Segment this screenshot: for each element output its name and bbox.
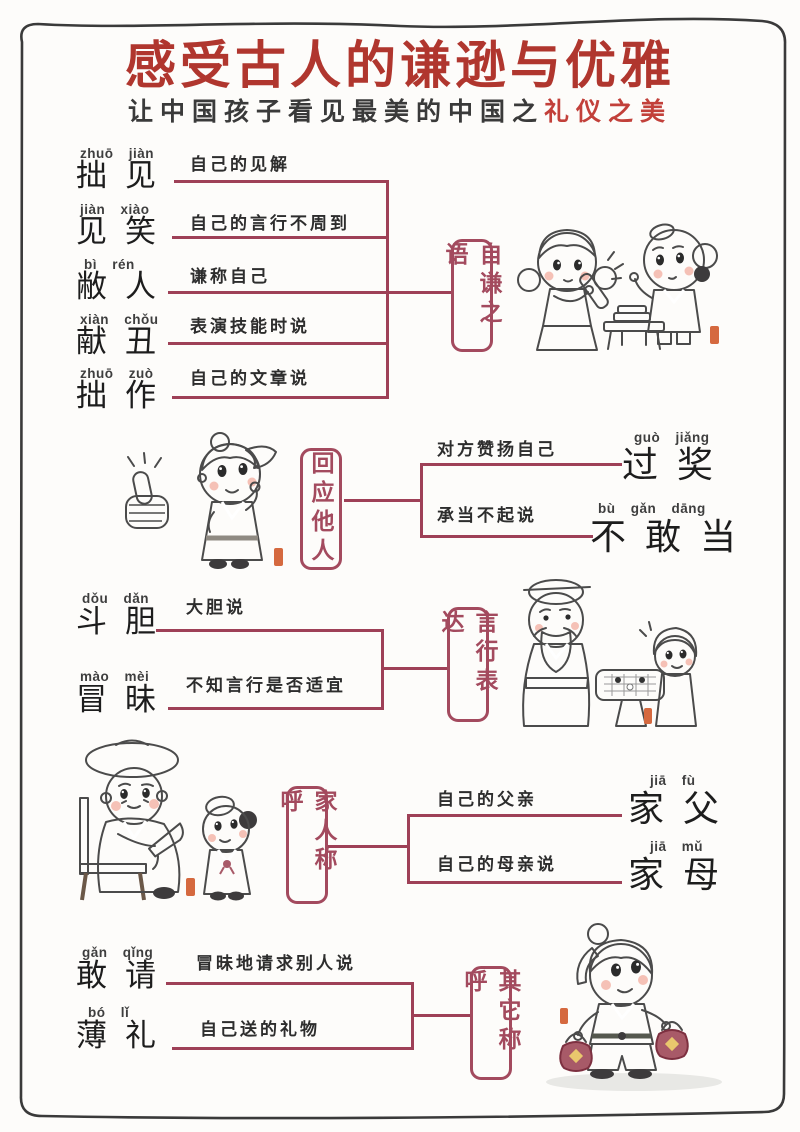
pinyin-guojiang: guò jiǎng	[634, 430, 710, 445]
illustration-child-carrying-gifts	[546, 923, 722, 1091]
seal-stamp-icon	[710, 326, 719, 344]
desc-maomei: 不知言行是否适宜	[186, 676, 346, 695]
connector	[168, 291, 451, 294]
subtitle-prefix: 让中国孩子看见最美的中国之	[127, 98, 544, 126]
desc-zhuozuo: 自己的文章说	[190, 369, 310, 388]
tag-other-address: 其它称呼	[461, 966, 521, 1080]
subtitle-highlight: 礼仪之美	[544, 98, 673, 126]
pinyin-jiafu: jiā fù	[650, 773, 696, 788]
illustration-elder-and-child-goboard	[522, 579, 698, 727]
connector	[328, 845, 409, 848]
connector	[420, 463, 622, 466]
desc-guojiang: 对方赞扬自己	[437, 440, 557, 459]
term-biren: 敝人	[76, 269, 174, 304]
connector	[381, 629, 384, 710]
seal-stamp-icon	[186, 878, 195, 896]
term-xianchou: 献丑	[76, 324, 174, 359]
seal-stamp-icon	[560, 1008, 568, 1024]
desc-jiamu: 自己的母亲说	[437, 855, 557, 874]
connector	[386, 180, 389, 399]
pinyin-zhuozuo: zhuō zuò	[80, 366, 154, 381]
pinyin-biren: bì rén	[84, 257, 135, 272]
connector	[407, 814, 410, 884]
page-title: 感受古人的谦逊与优雅	[124, 37, 675, 94]
thumbs-up-icon	[125, 452, 169, 529]
term-zhuozuo: 拙作	[76, 378, 174, 413]
connector	[168, 707, 383, 710]
tag-family-address: 家人称呼	[277, 786, 337, 904]
term-zhuojian: 拙见	[76, 158, 174, 193]
connector	[381, 667, 447, 670]
illustration-two-children	[517, 223, 719, 351]
desc-jiafu: 自己的父亲	[437, 790, 537, 809]
desc-boli: 自己送的礼物	[200, 1020, 320, 1039]
connector	[172, 1047, 413, 1050]
connector	[166, 982, 413, 985]
connector	[172, 396, 388, 399]
illustration-boy-pondering	[197, 432, 283, 569]
pinyin-maomei: mào mèi	[80, 669, 150, 684]
pinyin-doudan: dǒu dǎn	[82, 591, 149, 606]
term-ganqing: 敢请	[76, 958, 174, 993]
tag-responding-others: 回应他人	[300, 448, 342, 570]
pinyin-xianchou: xiàn chǒu	[80, 312, 159, 327]
illustration-father-and-child	[79, 739, 257, 901]
connector	[407, 814, 622, 817]
term-maomei: 冒昧	[76, 682, 174, 717]
desc-zhuojian: 自己的见解	[190, 155, 290, 174]
term-bugandang: 不敢当	[590, 517, 756, 557]
seal-stamp-icon	[274, 548, 283, 566]
connector	[407, 881, 622, 884]
seal-stamp-icon	[644, 708, 652, 724]
tag-self-deprecation: 自谦之语	[442, 239, 502, 352]
desc-biren: 谦称自己	[190, 267, 270, 286]
pinyin-ganqing: gǎn qǐng	[82, 945, 154, 960]
connector	[344, 499, 422, 502]
term-guojiang: 过奖	[622, 445, 733, 485]
term-doudan: 斗胆	[76, 604, 174, 639]
page-subtitle: 让中国孩子看见最美的中国之礼仪之美	[0, 92, 800, 128]
pinyin-jianxiao: jiàn xiào	[80, 202, 150, 217]
term-jiafu: 家父	[628, 789, 739, 829]
pinyin-boli: bó lǐ	[88, 1005, 130, 1020]
tag-speech-expression: 言行表达	[438, 607, 498, 722]
connector	[411, 1014, 470, 1017]
desc-xianchou: 表演技能时说	[190, 317, 310, 336]
term-jiamu: 家母	[628, 855, 739, 895]
pinyin-zhuojian: zhuō jiàn	[80, 146, 154, 161]
pinyin-jiamu: jiā mǔ	[650, 839, 704, 854]
term-jianxiao: 见笑	[76, 214, 174, 249]
desc-jianxiao: 自己的言行不周到	[190, 214, 350, 233]
term-boli: 薄礼	[76, 1018, 174, 1053]
connector	[156, 629, 383, 632]
connector	[420, 463, 423, 537]
desc-ganqing: 冒昧地请求别人说	[196, 954, 356, 973]
desc-doudan: 大胆说	[186, 598, 246, 617]
connector	[174, 180, 388, 183]
desc-buganddang: 承当不起说	[437, 506, 537, 525]
connector	[420, 535, 593, 538]
connector	[172, 236, 388, 239]
pinyin-bugandang: bù gǎn dāng	[598, 501, 706, 516]
connector	[168, 342, 388, 345]
